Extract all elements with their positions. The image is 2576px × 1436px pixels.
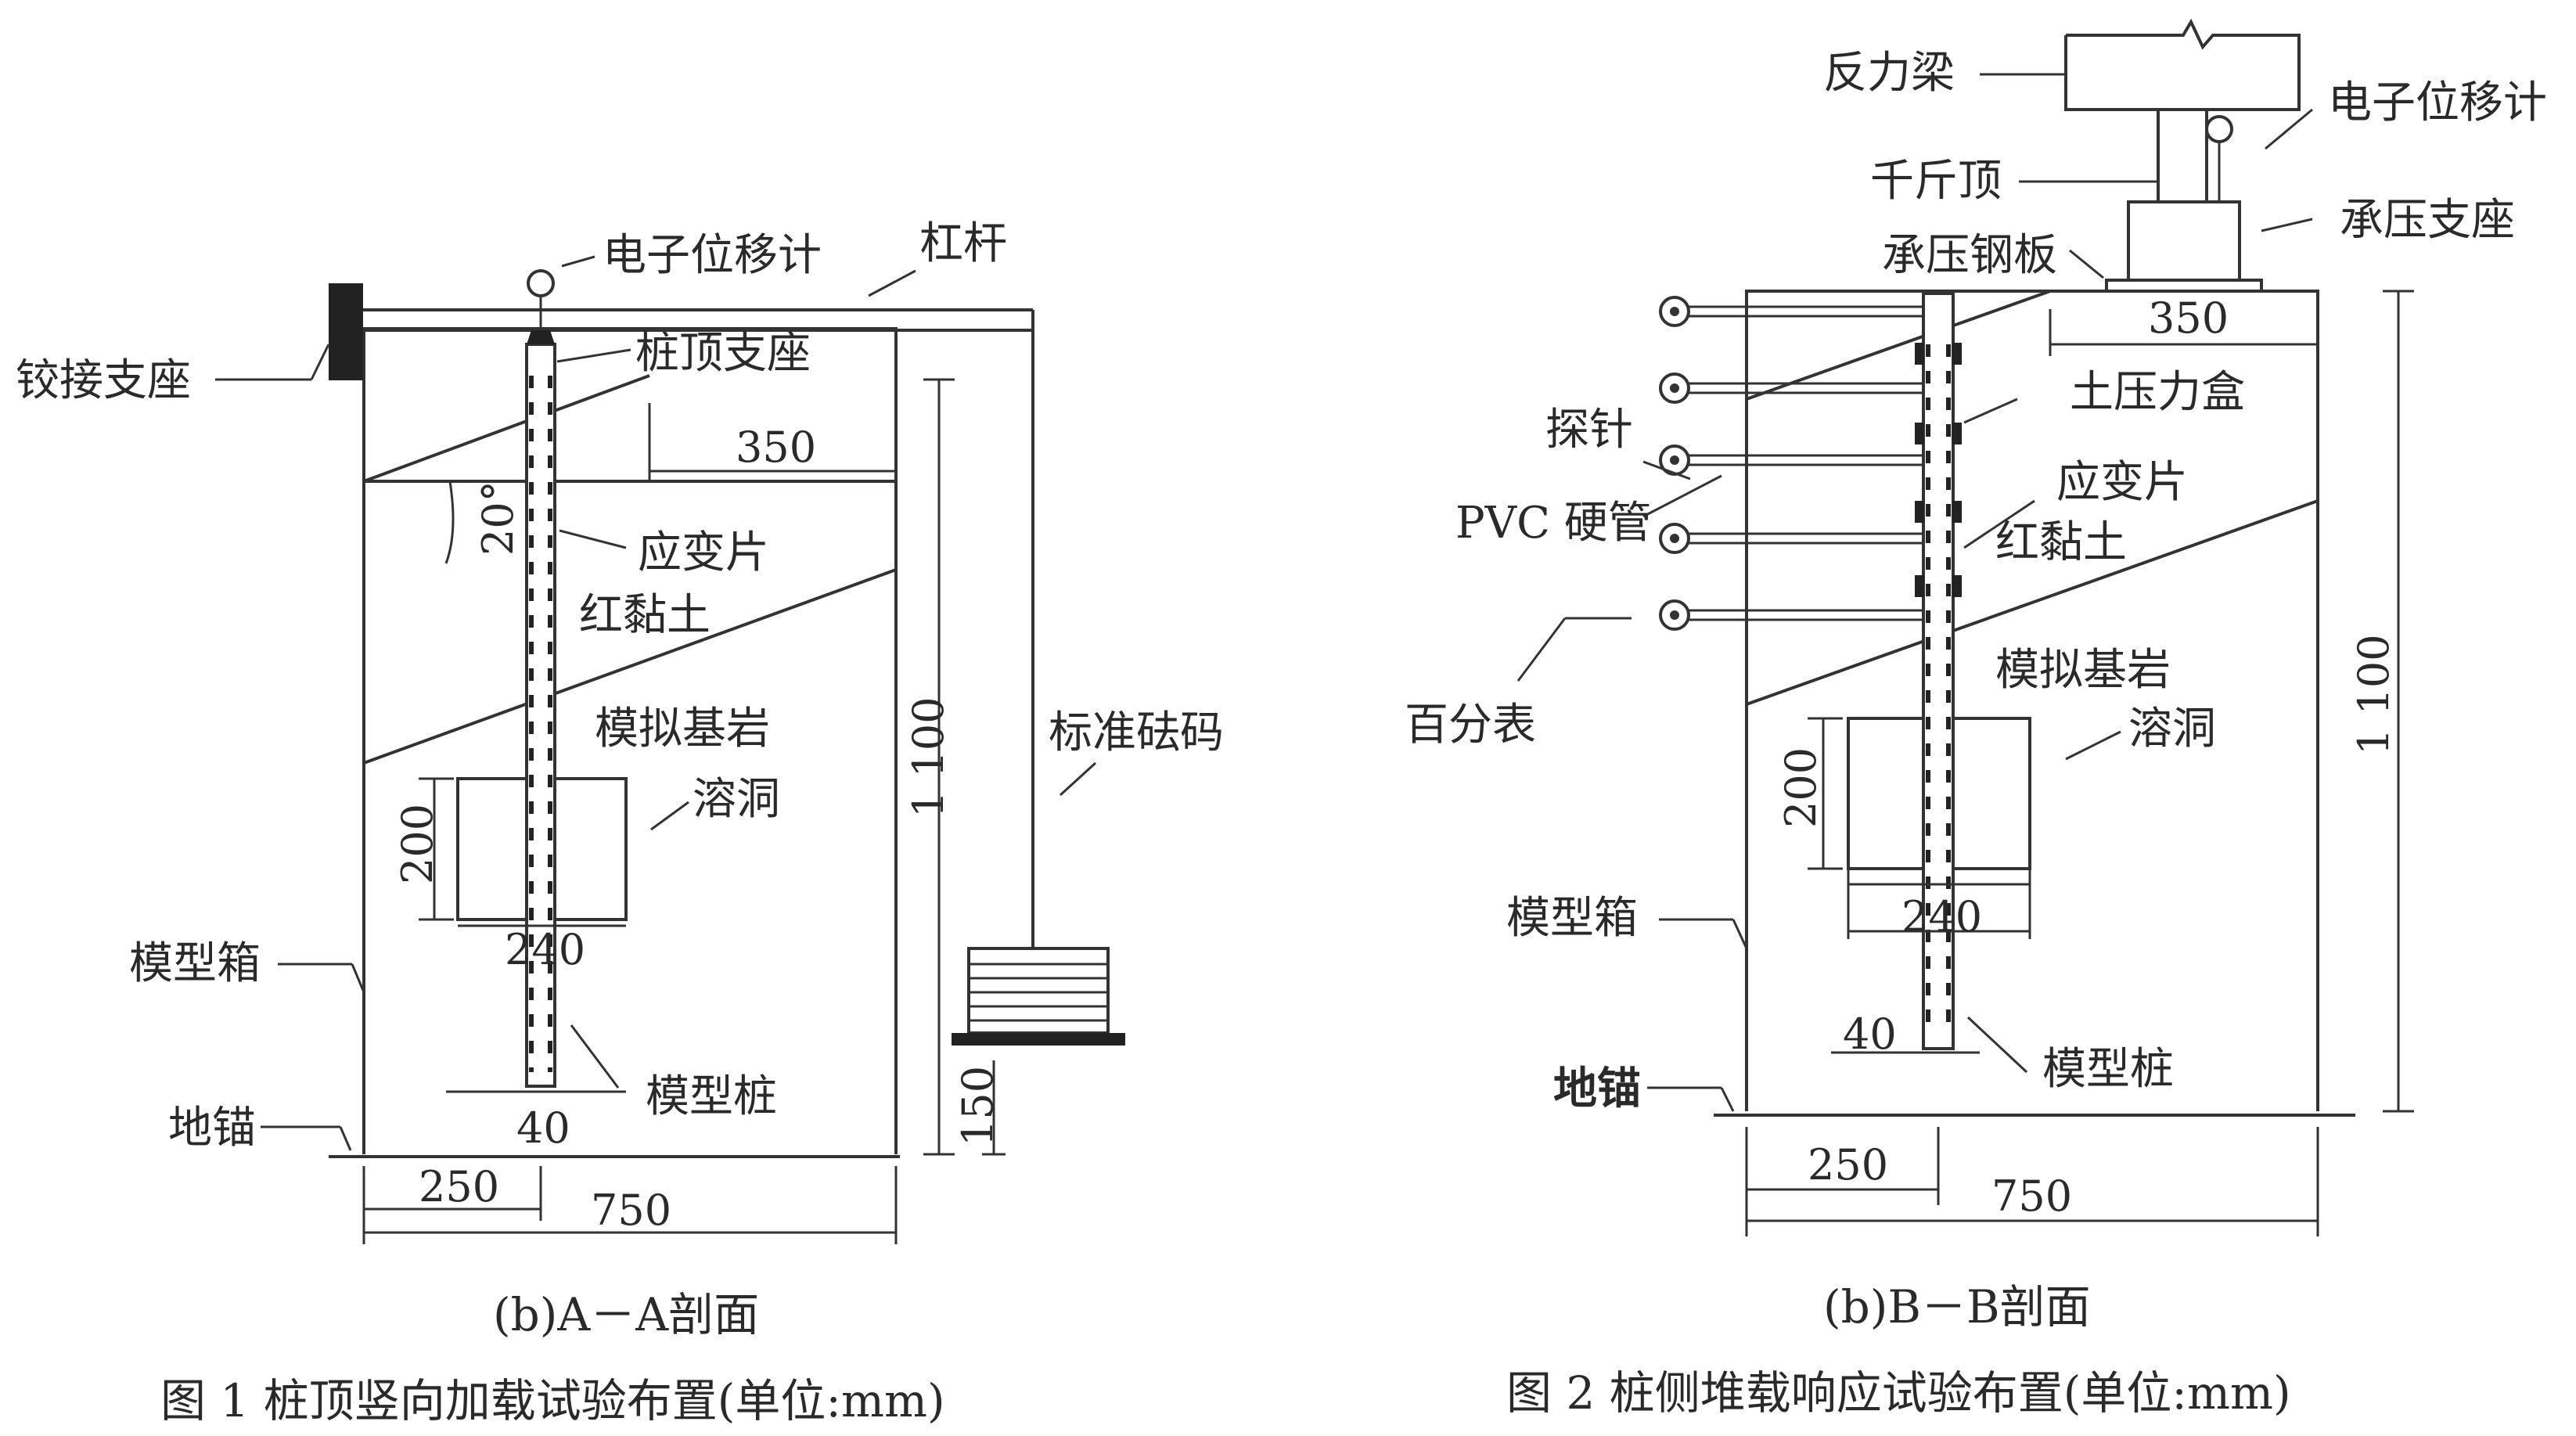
label-model-box: 模型箱 xyxy=(129,938,261,989)
rock-surface-line xyxy=(363,568,897,765)
label-cave-2: 溶洞 xyxy=(2128,704,2216,754)
label-red-clay: 红黏土 xyxy=(579,590,711,641)
label-ground-anchor-2: 地锚 xyxy=(1553,1063,1641,1114)
displacement-gauge-2-icon xyxy=(2205,115,2233,143)
dim-350-2: 350 xyxy=(2148,293,2229,343)
dim-40-2: 40 xyxy=(1843,1010,1897,1059)
label-probe: 探针 xyxy=(1545,405,1633,455)
label-earth-pressure-cell: 土压力盒 xyxy=(2070,367,2245,418)
dim-1100: 1 100 xyxy=(904,696,953,818)
label-steel-plate: 承压钢板 xyxy=(1882,230,2057,281)
label-model-box-2: 模型箱 xyxy=(1506,893,1638,944)
fig1-subcaption: (b)A－A剖面 xyxy=(493,1288,759,1341)
dim-angle-20: 20° xyxy=(473,480,523,556)
dim-750-2: 750 xyxy=(1991,1171,2072,1221)
dim-1100-2: 1 100 xyxy=(2349,634,2398,755)
label-pvc-pipe: PVC 硬管 xyxy=(1455,498,1652,549)
label-model-pile-2: 模型桩 xyxy=(2042,1044,2174,1095)
label-displacement-gauge: 电子位移计 xyxy=(603,230,822,281)
label-cave: 溶洞 xyxy=(693,774,780,825)
dim-750: 750 xyxy=(591,1186,671,1235)
reaction-beam xyxy=(2064,18,2301,111)
dim-40: 40 xyxy=(516,1103,570,1153)
figure-1: 铰接支座 电子位移计 杠杆 桩顶支座 应变片 红黏土 模拟基岩 溶洞 模型箱 地… xyxy=(16,218,1224,1427)
dim-150: 150 xyxy=(953,1066,1002,1146)
bearing-support xyxy=(2127,200,2241,282)
label-model-pile: 模型桩 xyxy=(646,1071,777,1122)
label-lever: 杠杆 xyxy=(919,218,1007,269)
clay-surface-line xyxy=(363,374,650,483)
dim-240: 240 xyxy=(505,925,585,974)
displacement-gauge-icon xyxy=(527,269,555,297)
earth-pressure-cells xyxy=(1915,343,1962,597)
label-displacement-gauge-2: 电子位移计 xyxy=(2328,77,2547,128)
label-bearing-support: 承压支座 xyxy=(2340,195,2515,246)
label-standard-weight: 标准砝码 xyxy=(1049,707,1224,758)
dim-350: 350 xyxy=(736,423,816,472)
pile-cap-support xyxy=(527,330,555,344)
rock-surface-line-2 xyxy=(1746,499,2319,706)
dim-200: 200 xyxy=(393,804,442,884)
label-jack: 千斤顶 xyxy=(1870,156,2002,207)
label-strain-gauge-2: 应变片 xyxy=(2056,457,2188,508)
label-simulated-bedrock: 模拟基岩 xyxy=(595,704,770,754)
dim-250-2: 250 xyxy=(1808,1140,1888,1189)
label-ground-anchor: 地锚 xyxy=(168,1103,256,1153)
label-dial-gauge: 百分表 xyxy=(1405,700,1536,750)
fig2-subcaption: (b)B－B剖面 xyxy=(1823,1280,2091,1333)
bearing-steel-plate xyxy=(2105,279,2263,293)
fig2-caption: 图 2 桩侧堆载响应试验布置(单位:mm) xyxy=(1506,1366,2291,1420)
dim-250: 250 xyxy=(419,1162,499,1211)
hinge-support xyxy=(329,283,363,380)
label-strain-gauge: 应变片 xyxy=(638,527,769,578)
dial-gauges xyxy=(1659,296,1690,631)
standard-weights xyxy=(952,947,1125,1046)
dim-200-2: 200 xyxy=(1776,747,1826,828)
fig1-caption: 图 1 桩顶竖向加载试验布置(单位:mm) xyxy=(160,1374,945,1427)
angle-arc xyxy=(444,480,455,564)
label-pile-cap-support: 桩顶支座 xyxy=(635,328,811,379)
probes xyxy=(1688,305,1923,621)
figure-2: 反力梁 电子位移计 千斤顶 承压支座 承压钢板 土压力盒 探针 应变片 PVC … xyxy=(1405,18,2547,1420)
label-reaction-beam: 反力梁 xyxy=(1823,48,1955,99)
label-red-clay-2: 红黏土 xyxy=(1995,517,2127,568)
dim-240-2: 240 xyxy=(1901,892,1982,941)
label-hinge-support: 铰接支座 xyxy=(16,355,191,406)
clay-surface-line-2 xyxy=(1746,290,2051,401)
model-box-2-outline xyxy=(1745,290,2319,1111)
jack xyxy=(2157,108,2208,203)
label-simulated-bedrock-2: 模拟基岩 xyxy=(1995,645,2171,696)
